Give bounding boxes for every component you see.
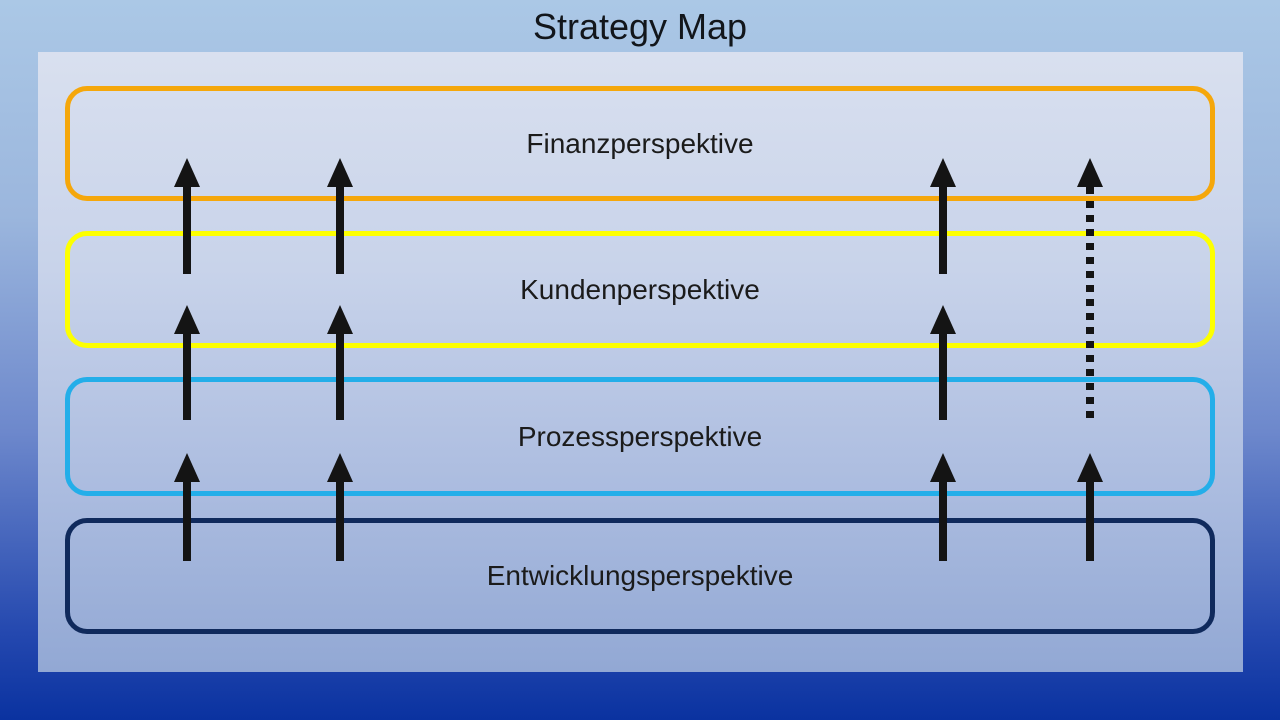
up-arrow-kundenperspektive-to-finanzperspektive	[930, 158, 956, 274]
arrowhead-icon	[174, 158, 200, 187]
up-arrow-entwicklungsperspektive-to-prozessperspektive	[174, 453, 200, 561]
arrow-shaft	[183, 334, 191, 420]
arrow-shaft	[336, 482, 344, 561]
band-label-finanzperspektive: Finanzperspektive	[526, 127, 754, 159]
up-arrow-entwicklungsperspektive-to-prozessperspektive	[1077, 453, 1103, 561]
up-arrow-kundenperspektive-to-finanzperspektive	[327, 158, 353, 274]
arrowhead-icon	[327, 158, 353, 187]
dotted-up-arrow-prozessperspektive-to-finanzperspektive	[1077, 158, 1103, 420]
arrow-shaft	[939, 482, 947, 561]
arrowhead-icon	[1077, 158, 1103, 187]
arrowhead-icon	[174, 305, 200, 334]
arrow-shaft	[336, 187, 344, 274]
up-arrow-entwicklungsperspektive-to-prozessperspektive	[930, 453, 956, 561]
band-label-kundenperspektive: Kundenperspektive	[520, 273, 760, 305]
band-finanzperspektive: Finanzperspektive	[65, 86, 1215, 201]
arrow-shaft	[336, 334, 344, 420]
arrowhead-icon	[1077, 453, 1103, 482]
arrow-shaft	[183, 187, 191, 274]
arrowhead-icon	[930, 305, 956, 334]
arrowhead-icon	[327, 453, 353, 482]
up-arrow-prozessperspektive-to-kundenperspektive	[327, 305, 353, 420]
page-title: Strategy Map	[532, 6, 748, 47]
band-kundenperspektive: Kundenperspektive	[65, 231, 1215, 348]
band-entwicklungsperspektive: Entwicklungsperspektive	[65, 518, 1215, 634]
band-label-prozessperspektive: Prozessperspektive	[517, 420, 763, 452]
arrow-shaft	[1086, 482, 1094, 561]
arrow-shaft	[939, 187, 947, 274]
arrowhead-icon	[930, 453, 956, 482]
arrow-shaft	[183, 482, 191, 561]
up-arrow-prozessperspektive-to-kundenperspektive	[930, 305, 956, 420]
arrow-shaft	[939, 334, 947, 420]
arrowhead-icon	[930, 158, 956, 187]
arrowhead-icon	[327, 305, 353, 334]
up-arrow-prozessperspektive-to-kundenperspektive	[174, 305, 200, 420]
arrow-shaft	[1086, 187, 1094, 420]
band-prozessperspektive: Prozessperspektive	[65, 377, 1215, 496]
up-arrow-entwicklungsperspektive-to-prozessperspektive	[327, 453, 353, 561]
band-label-entwicklungsperspektive: Entwicklungsperspektive	[486, 560, 794, 591]
up-arrow-kundenperspektive-to-finanzperspektive	[174, 158, 200, 274]
strategy-map-panel	[38, 52, 1243, 672]
arrowhead-icon	[174, 453, 200, 482]
